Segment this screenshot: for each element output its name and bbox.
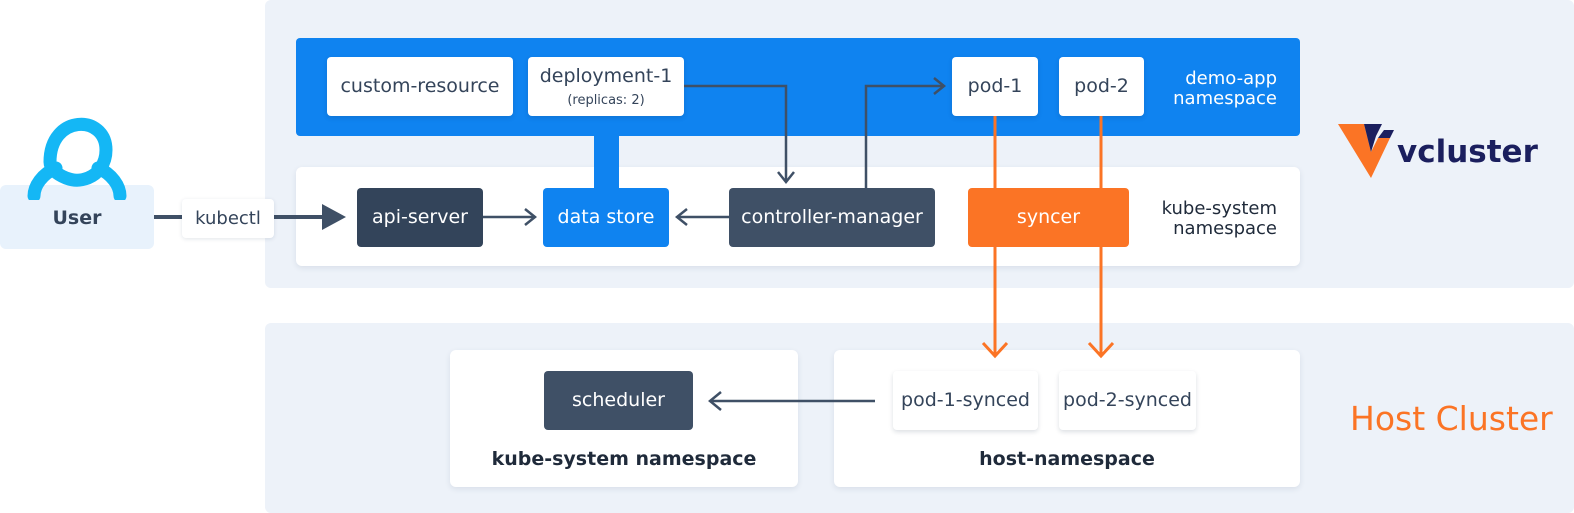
- deployment-to-cm-line: [684, 84, 788, 180]
- deployment-1-node[interactable]: deployment-1 (replicas: 2): [528, 57, 684, 116]
- cm-arrowhead: [674, 208, 688, 226]
- pod-2-node[interactable]: pod-2: [1059, 57, 1144, 116]
- host-kube-system-label: kube-system namespace: [491, 448, 757, 470]
- custom-resource-node[interactable]: custom-resource: [327, 57, 513, 116]
- deployment-cm-arrowhead: [777, 171, 795, 185]
- vcluster-logo-text: vcluster: [1397, 134, 1538, 170]
- host-namespace-label: host-namespace: [979, 448, 1155, 470]
- kube-system-label-line2: namespace: [1173, 218, 1277, 239]
- scheduler-arrowhead: [708, 391, 722, 411]
- scheduler-node[interactable]: scheduler: [544, 371, 693, 430]
- host-cluster-title: Host Cluster: [1350, 399, 1553, 438]
- deployment-1-replicas: (replicas: 2): [567, 92, 645, 108]
- pod-1-synced-node[interactable]: pod-1-synced: [893, 371, 1038, 430]
- pod-1-node[interactable]: pod-1: [952, 57, 1038, 116]
- user-label: User: [52, 206, 102, 229]
- api-server-node[interactable]: api-server: [357, 188, 483, 247]
- pod1-sync-arrowhead: [981, 341, 1009, 359]
- demo-app-label-line1: demo-app: [1185, 68, 1277, 89]
- kubectl-label: kubectl: [182, 199, 274, 238]
- user-icon: [27, 118, 127, 200]
- datastore-connector: [594, 134, 619, 190]
- cm-to-pod1-line: [864, 84, 942, 188]
- api-arrowhead: [322, 204, 346, 230]
- controller-manager-node[interactable]: controller-manager: [729, 188, 935, 247]
- pod-2-synced-node[interactable]: pod-2-synced: [1059, 371, 1196, 430]
- user-card: [0, 185, 154, 249]
- vcluster-logo-icon: [1338, 124, 1394, 178]
- deployment-1-label: deployment-1: [539, 64, 673, 87]
- pod2-sync-arrowhead: [1087, 341, 1115, 359]
- kube-system-label-line1: kube-system: [1161, 198, 1277, 219]
- datastore-arrowhead: [524, 208, 538, 226]
- data-store-node[interactable]: data store: [543, 188, 669, 247]
- cm-pod1-arrowhead: [933, 77, 947, 95]
- demo-app-label-line2: namespace: [1173, 88, 1277, 109]
